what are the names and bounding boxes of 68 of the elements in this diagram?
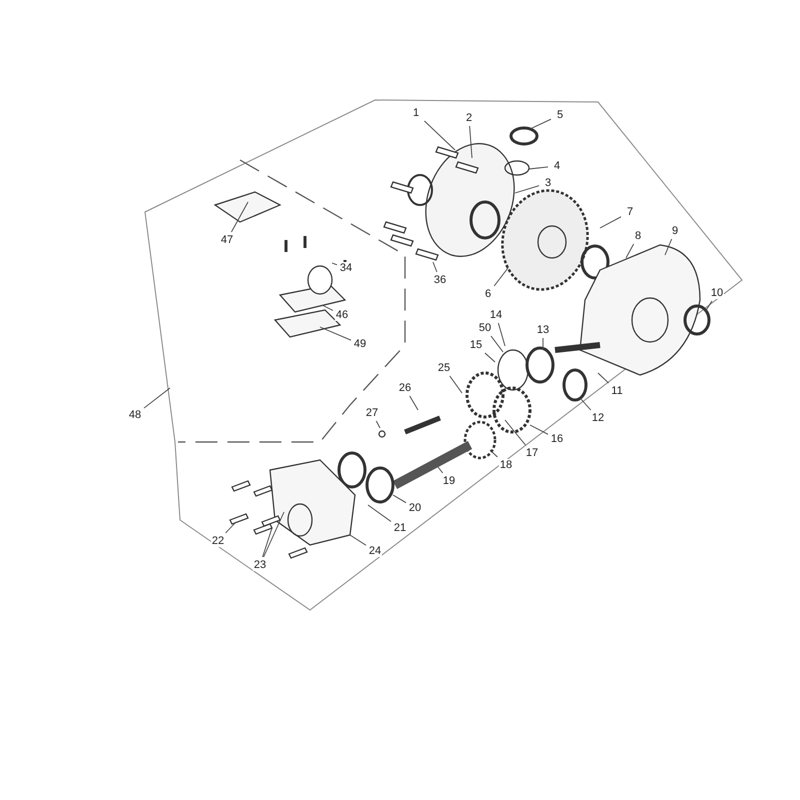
callout-number: 21 [392, 522, 408, 534]
leader-line [530, 424, 548, 435]
leader-line [580, 398, 592, 410]
leader-line [350, 534, 366, 546]
leader-line [438, 466, 444, 474]
leader-line [332, 262, 338, 266]
leader-line [494, 268, 508, 286]
leader-line [498, 322, 506, 346]
callout-number: 14 [488, 309, 504, 321]
leader-line [504, 420, 526, 446]
leader-line [514, 185, 540, 194]
callout-number: 36 [432, 274, 448, 286]
callout-number: 20 [408, 502, 422, 514]
callout-number: 1 [412, 107, 420, 119]
callout-number: 11 [610, 385, 624, 397]
callout-number: 19 [442, 475, 456, 487]
leader-line [600, 216, 622, 228]
leader-line [542, 338, 544, 350]
callout-number: 27 [364, 407, 380, 419]
callout-number: 47 [220, 234, 234, 246]
leader-line [432, 262, 438, 272]
callout-number: 12 [590, 412, 606, 424]
leader-line [626, 244, 634, 258]
leader-line [376, 420, 380, 428]
leader-line [449, 376, 462, 394]
leader-line [469, 126, 472, 158]
callout-number: 2 [464, 112, 474, 124]
callout-number: 8 [634, 230, 642, 242]
callout-number: 3 [544, 177, 552, 189]
leader-line [144, 388, 170, 408]
callout-number: 22 [210, 535, 226, 547]
callout-number: 10 [710, 287, 724, 299]
leader-line [484, 352, 496, 362]
leader-line [322, 304, 334, 311]
callout-number: 16 [550, 433, 564, 445]
leader-line [490, 336, 504, 352]
callout-number: 13 [536, 324, 550, 336]
callout-number: 4 [552, 160, 562, 172]
callout-number: 6 [484, 288, 492, 300]
leader-line [424, 120, 456, 150]
callout-number: 7 [626, 206, 634, 218]
leader-line [530, 118, 552, 130]
callout-number: 9 [670, 225, 680, 237]
callout-number: 25 [436, 362, 452, 374]
callout-number: 15 [468, 339, 484, 351]
leader-line [704, 300, 712, 312]
callout-number: 48 [128, 409, 142, 421]
callout-number: 5 [556, 109, 564, 121]
callout-number: 49 [352, 338, 368, 350]
callout-number: 18 [498, 459, 514, 471]
leader-line [368, 504, 392, 522]
callout-number: 34 [338, 262, 354, 274]
leader-line [598, 372, 609, 384]
callout-number: 50 [478, 322, 492, 334]
callout-number: 17 [524, 447, 540, 459]
leader-line [409, 396, 418, 410]
leader-line [392, 494, 406, 504]
callout-number: 46 [334, 309, 350, 321]
leader-line [262, 528, 272, 558]
leader-line [263, 512, 284, 558]
leader-line [528, 166, 548, 170]
callout-number: 26 [398, 382, 412, 394]
leader-line [225, 522, 236, 534]
leader-line [664, 238, 672, 256]
leader-line [320, 326, 352, 341]
leader-line [490, 450, 498, 458]
callout-number: 23 [252, 559, 268, 571]
callout-number: 24 [368, 545, 382, 557]
